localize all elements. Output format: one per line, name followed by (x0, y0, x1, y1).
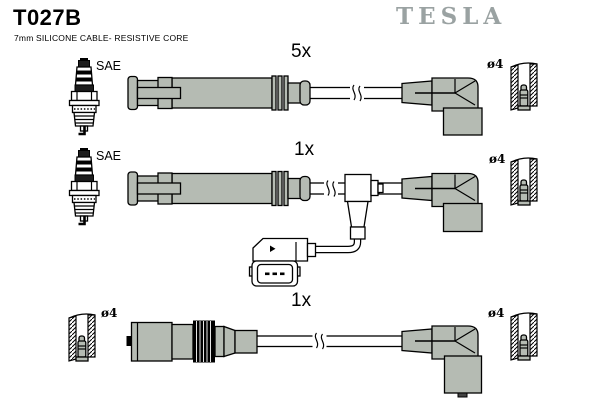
angled-boot-icon (401, 325, 479, 360)
coil-connector-icon (248, 237, 317, 287)
angled-boot-tip (457, 392, 468, 398)
diameter-label-row2: ø4 (489, 152, 506, 166)
terminal-socket-icon (510, 312, 538, 361)
terminal-socket-icon (68, 313, 96, 362)
sae-label-row2: SAE (96, 149, 122, 163)
diameter-label-row3-left: ø4 (101, 306, 118, 320)
angled-boot-stem (442, 107, 483, 136)
cable-row-3 (68, 312, 538, 398)
cable-break-icon (349, 83, 365, 103)
straight-boot-icon (127, 75, 311, 111)
cable-row-2 (68, 146, 538, 287)
angled-boot-stem (443, 355, 483, 394)
terminal-socket-icon (510, 157, 538, 206)
spark-plug-icon (68, 146, 101, 226)
tesla-logo: TESLA (396, 3, 507, 30)
terminal-socket-icon (510, 62, 538, 111)
angled-boot-icon (401, 77, 479, 112)
quantity-label-row2: 1x (294, 139, 315, 160)
diameter-label-row3-right: ø4 (488, 306, 505, 320)
angled-boot-icon (401, 172, 479, 208)
sae-label-row1: SAE (96, 59, 122, 73)
ribbed-connector-icon (126, 320, 258, 363)
quantity-label-row1: 5x (291, 41, 312, 62)
subtitle: 7mm SILICONE CABLE- RESISTIVE CORE (14, 33, 189, 43)
cable-row-1 (68, 56, 538, 136)
straight-boot-icon (127, 170, 311, 207)
spark-plug-icon (68, 56, 101, 136)
quantity-label-row3: 1x (291, 290, 312, 311)
angled-boot-stem (442, 202, 483, 233)
cable-line (255, 335, 404, 348)
t-junction-icon (344, 173, 384, 240)
cable-break-icon (323, 178, 339, 199)
cable-break-icon (311, 331, 328, 351)
part-number: T027B (13, 5, 82, 30)
diameter-label-row1: ø4 (487, 57, 504, 71)
